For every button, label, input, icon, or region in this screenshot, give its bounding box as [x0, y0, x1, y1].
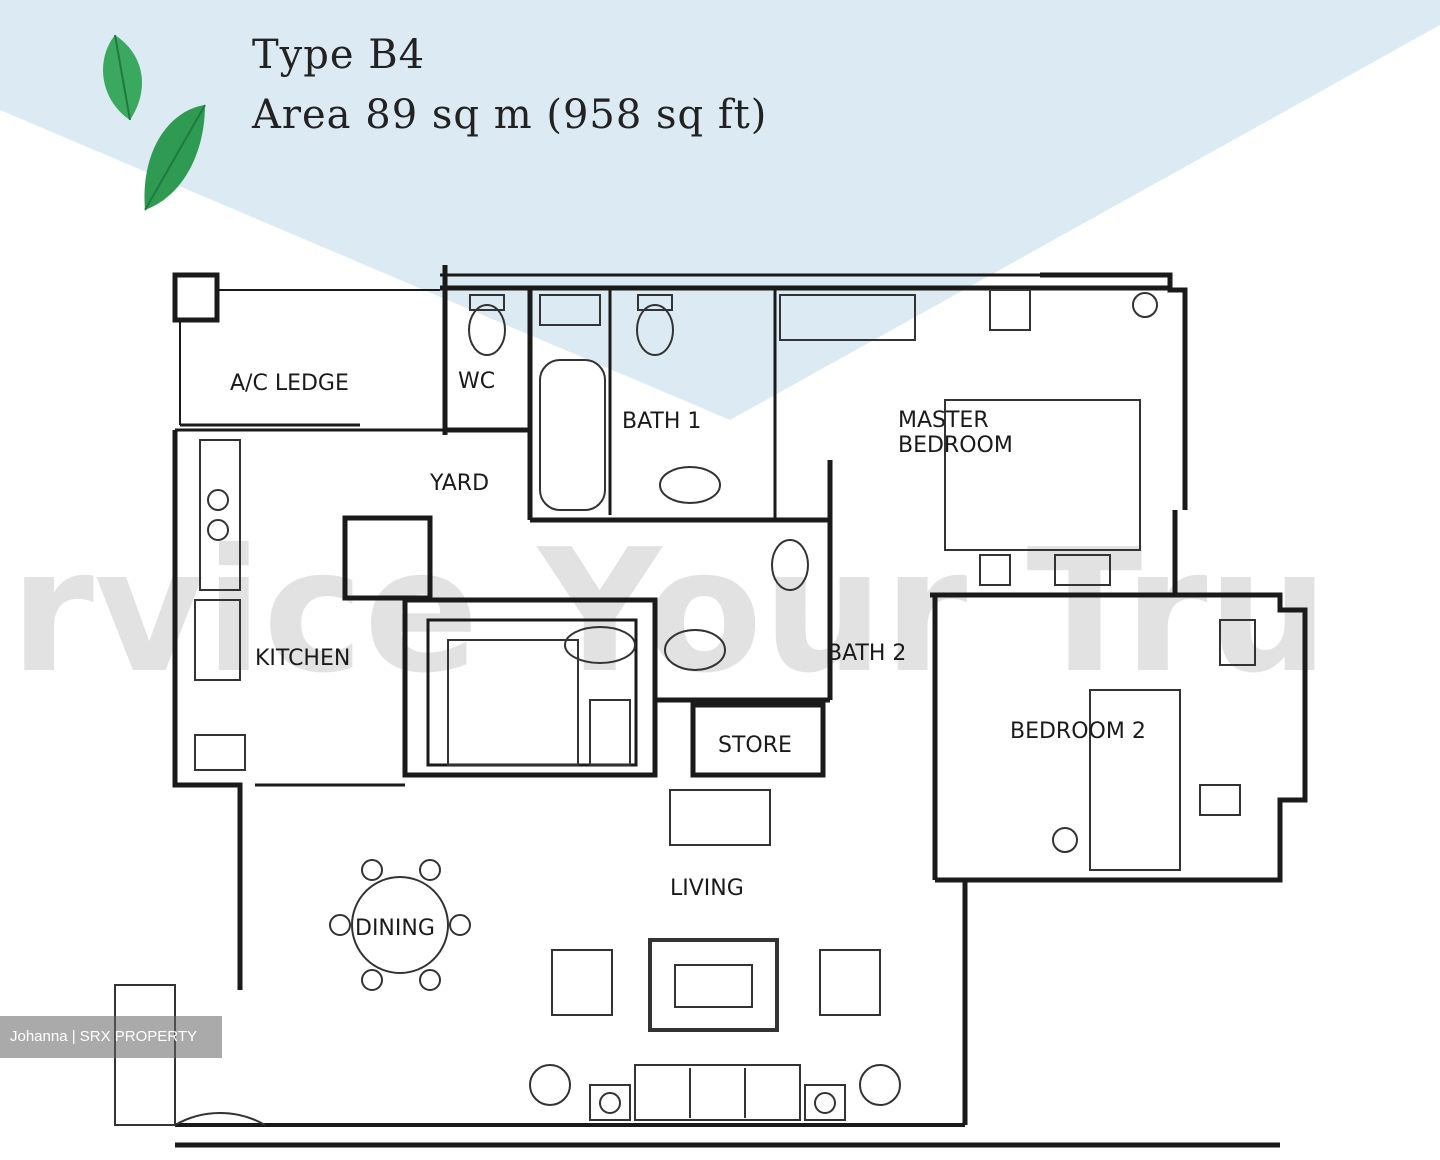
kitchen-label: KITCHEN [255, 646, 350, 671]
agent-credit: Johanna | SRX PROPERTY [0, 1016, 222, 1058]
leaf-icon [103, 34, 142, 121]
wc-label: WC [458, 369, 495, 394]
watermark: rvice Your Tru [10, 513, 1329, 711]
store-label: STORE [718, 733, 792, 758]
unit-type-title: Type B4 [252, 32, 426, 78]
ac-ledge-label: A/C LEDGE [230, 371, 349, 396]
master-bedroom-label-line1: MASTER [898, 408, 989, 433]
unit-area: Area 89 sq m (958 sq ft) [252, 92, 768, 138]
living-label: LIVING [670, 876, 744, 901]
background-tint [0, 0, 1440, 420]
leaf-icon [144, 104, 206, 211]
bath-1-label: BATH 1 [622, 409, 701, 434]
bath-2-label: BATH 2 [827, 641, 906, 666]
furniture [114, 289, 1256, 1126]
room-labels: A/C LEDGE WC BATH 1 MASTER BEDROOM YARD … [230, 369, 1146, 941]
master-bedroom-label-line2: BEDROOM [898, 433, 1013, 458]
walls [172, 265, 1308, 1148]
bedroom-2-label: BEDROOM 2 [1010, 719, 1146, 744]
yard-label: YARD [429, 471, 489, 496]
dining-label: DINING [355, 916, 435, 941]
